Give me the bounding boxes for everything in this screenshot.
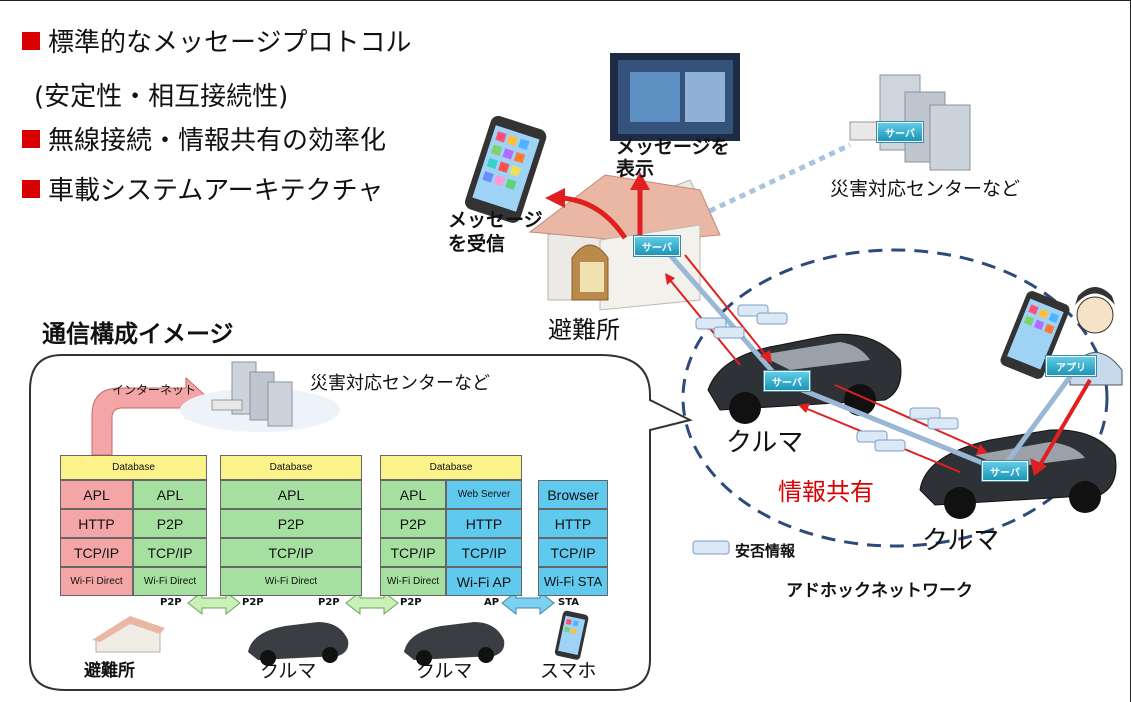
msg-receive-line2: を受信: [448, 233, 506, 255]
user-phone-icon: [1000, 291, 1070, 379]
layer-wifi: Wi-Fi Direct: [60, 567, 133, 596]
msg-display-label: メッセージを 表示: [616, 136, 730, 180]
bullet-text: 標準的なメッセージプロトコル: [48, 28, 412, 58]
link-3-left: AP: [484, 597, 500, 608]
shelter-server-badge: サーバ: [633, 235, 681, 257]
car-2-label: クルマ: [922, 526, 1000, 556]
shelter-label: 避難所: [548, 316, 620, 344]
link-2-right: P2P: [400, 597, 422, 608]
layer-apl: APL: [380, 480, 446, 509]
center-server-badge: サーバ: [876, 121, 924, 143]
internet-label: インターネット: [112, 383, 197, 397]
receive-arrow: [559, 195, 628, 240]
db-layer: Database: [220, 455, 362, 480]
car-1-server-badge: サーバ: [763, 370, 811, 392]
bullet-text: 車載システムアーキテクチャ: [48, 176, 384, 206]
inset-car-2-icon: [404, 622, 505, 666]
car-2-server-badge: サーバ: [981, 460, 1029, 482]
layer-p2p: P2P: [380, 509, 446, 538]
inset-center-label: 災害対応センターなど: [310, 373, 490, 394]
layer-tcpip: TCP/IP: [133, 538, 207, 567]
bullet-square: [22, 31, 40, 50]
adhoc-network-label: アドホックネットワーク: [786, 581, 973, 601]
device-car-2-label: クルマ: [416, 660, 473, 682]
device-car-1-label: クルマ: [260, 660, 317, 682]
link-3-right: STA: [558, 597, 579, 608]
layer-apl: APL: [220, 480, 362, 509]
inset-shelter-icon: [92, 616, 165, 653]
inset-car-1-icon: [248, 622, 349, 666]
layer-tcpip: TCP/IP: [380, 538, 446, 567]
smartphone-icon: [465, 115, 547, 223]
bullet-3: 車載システムアーキテクチャ: [22, 170, 383, 207]
layer-wifi: Wi-Fi Direct: [220, 567, 362, 596]
layer-tcpip: TCP/IP: [446, 538, 522, 567]
layer-tcpip: TCP/IP: [60, 538, 133, 567]
inset-title: 通信構成イメージ: [42, 320, 234, 348]
display-screen-icon: [610, 53, 740, 141]
bullet-square: [22, 179, 40, 198]
layer-p2p: P2P: [133, 509, 207, 538]
bullet-square: [22, 129, 40, 148]
shelter-house-icon: [528, 174, 721, 311]
layer-p2p: P2P: [220, 509, 362, 538]
adhoc-network-ellipse: [681, 248, 1109, 548]
app-badge: アプリ: [1045, 355, 1097, 377]
layer-tcpip: TCP/IP: [538, 538, 608, 567]
layer-web-server: Web Server: [446, 480, 522, 509]
link-2-left: P2P: [318, 597, 340, 608]
link-1-left: P2P: [160, 597, 182, 608]
car-1-label: クルマ: [726, 428, 804, 458]
layer-apl: APL: [60, 480, 133, 509]
msg-display-line1: メッセージを: [616, 136, 730, 158]
protocol-stack-smartphone: Browser HTTP TCP/IP Wi-Fi STA: [538, 480, 608, 596]
layer-wifi-sta: Wi-Fi STA: [538, 567, 608, 596]
layer-browser: Browser: [538, 480, 608, 509]
p2p-link-arrow-1: [187, 590, 241, 616]
link-1-right: P2P: [242, 597, 264, 608]
bullet-1-sub: (安定性・相互接続性): [34, 82, 289, 112]
layer-wifi: Wi-Fi Direct: [133, 567, 207, 596]
bullet-1: 標準的なメッセージプロトコル: [22, 22, 411, 59]
layer-tcpip: TCP/IP: [220, 538, 362, 567]
layer-http: HTTP: [60, 509, 133, 538]
layer-http: HTTP: [538, 509, 608, 538]
disaster-center-label: 災害対応センターなど: [830, 178, 1021, 200]
layer-wifi: Wi-Fi Direct: [380, 567, 446, 596]
protocol-stack-car-1: Database APL P2P TCP/IP Wi-Fi Direct: [220, 455, 362, 596]
info-share-label: 情報共有: [778, 478, 874, 506]
inset-server-building-icon: [180, 361, 340, 432]
inset-phone-icon: [554, 610, 589, 660]
layer-wifi-ap: Wi-Fi AP: [446, 567, 522, 596]
p2p-link-arrow-2: [345, 590, 399, 616]
device-smartphone-label: スマホ: [540, 660, 597, 682]
ap-sta-link-arrow: [501, 590, 555, 616]
safety-info-label: 安否情報: [735, 542, 796, 560]
msg-receive-line1: メッセージ: [448, 209, 543, 231]
msg-display-line2: 表示: [616, 158, 655, 180]
bullet-2: 無線接続・情報共有の効率化: [22, 120, 386, 157]
layer-apl: APL: [133, 480, 207, 509]
layer-http: HTTP: [446, 509, 522, 538]
msg-receive-label: メッセージ を受信: [448, 208, 543, 256]
db-layer: Database: [380, 455, 522, 480]
internet-link-dotted: [678, 142, 852, 228]
device-shelter-label: 避難所: [84, 661, 135, 681]
db-layer: Database: [60, 455, 207, 480]
bullet-text: 無線接続・情報共有の効率化: [48, 126, 387, 156]
